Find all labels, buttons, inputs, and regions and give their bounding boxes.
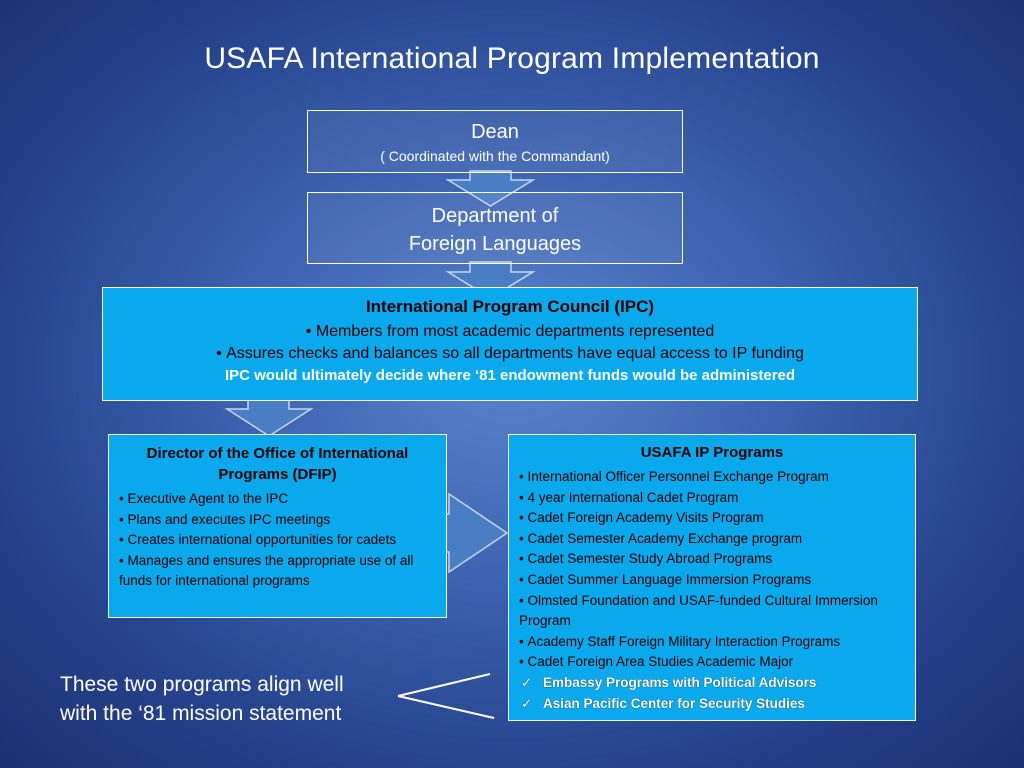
highlighted-item: ✓ Embassy Programs with Political Advisor… [519, 673, 905, 694]
dean-box: Dean ( Coordinated with the Commandant) [307, 110, 683, 173]
alignment-caption: These two programs align well with the ‘… [60, 670, 344, 728]
list-item: 4 year International Cadet Program [519, 488, 905, 509]
ipc-note: IPC would ultimately decide where ‘81 en… [224, 367, 796, 384]
caption-line-1: These two programs align well [60, 673, 344, 696]
dfip-title: Director of the Office of International … [146, 445, 409, 483]
highlighted-label: Embassy Programs with Political Advisors [543, 674, 817, 690]
list-item: Executive Agent to the IPC [119, 489, 436, 510]
dean-title: Dean [471, 121, 519, 143]
dfip-box: Director of the Office of International … [108, 434, 447, 618]
dfl-line-1: Department of [431, 205, 559, 227]
list-item: Cadet Semester Academy Exchange program [519, 529, 905, 550]
dean-subtitle: ( Coordinated with the Commandant) [380, 148, 610, 164]
programs-title: USAFA IP Programs [640, 444, 784, 461]
pointer-line-top [397, 673, 491, 697]
list-item: Manages and ensures the appropriate use … [119, 551, 436, 592]
list-item: Cadet Summer Language Immersion Programs [519, 570, 905, 591]
pointer-line-bottom [397, 695, 495, 719]
list-item: Creates international opportunities for … [119, 530, 436, 551]
ipc-bullet: Assures checks and balances so all depar… [103, 345, 917, 363]
list-item: Cadet Foreign Academy Visits Program [519, 508, 905, 529]
programs-list: International Officer Personnel Exchange… [519, 467, 905, 714]
arrow-ipc-to-dfip [224, 397, 314, 437]
caption-line-2: with the ‘81 mission statement [60, 702, 342, 725]
highlighted-item: ✓ Asian Pacific Center for Security Studi… [519, 694, 905, 715]
ipc-bullet: Members from most academic departments r… [103, 323, 917, 341]
list-item: Cadet Foreign Area Studies Academic Majo… [519, 652, 905, 673]
ipc-title: International Program Council (IPC) [365, 297, 655, 316]
slide-title: USAFA International Program Implementati… [204, 42, 820, 75]
ip-programs-box: USAFA IP Programs International Officer … [508, 434, 916, 721]
highlighted-label: Asian Pacific Center for Security Studie… [543, 695, 805, 711]
list-item: International Officer Personnel Exchange… [519, 467, 905, 488]
checkmark-icon: ✓ [521, 695, 533, 711]
list-item: Cadet Semester Study Abroad Programs [519, 549, 905, 570]
dfip-list: Executive Agent to the IPC Plans and exe… [119, 489, 436, 592]
dfl-line-2: Foreign Languages [408, 233, 582, 255]
list-item: Plans and executes IPC meetings [119, 510, 436, 531]
foreign-languages-box: Department of Foreign Languages [307, 192, 683, 264]
checkmark-icon: ✓ [521, 674, 533, 690]
ipc-box: International Program Council (IPC) Memb… [102, 287, 918, 401]
list-item: Olmsted Foundation and USAF-funded Cultu… [519, 591, 905, 632]
list-item: Academy Staff Foreign Military Interacti… [519, 632, 905, 653]
